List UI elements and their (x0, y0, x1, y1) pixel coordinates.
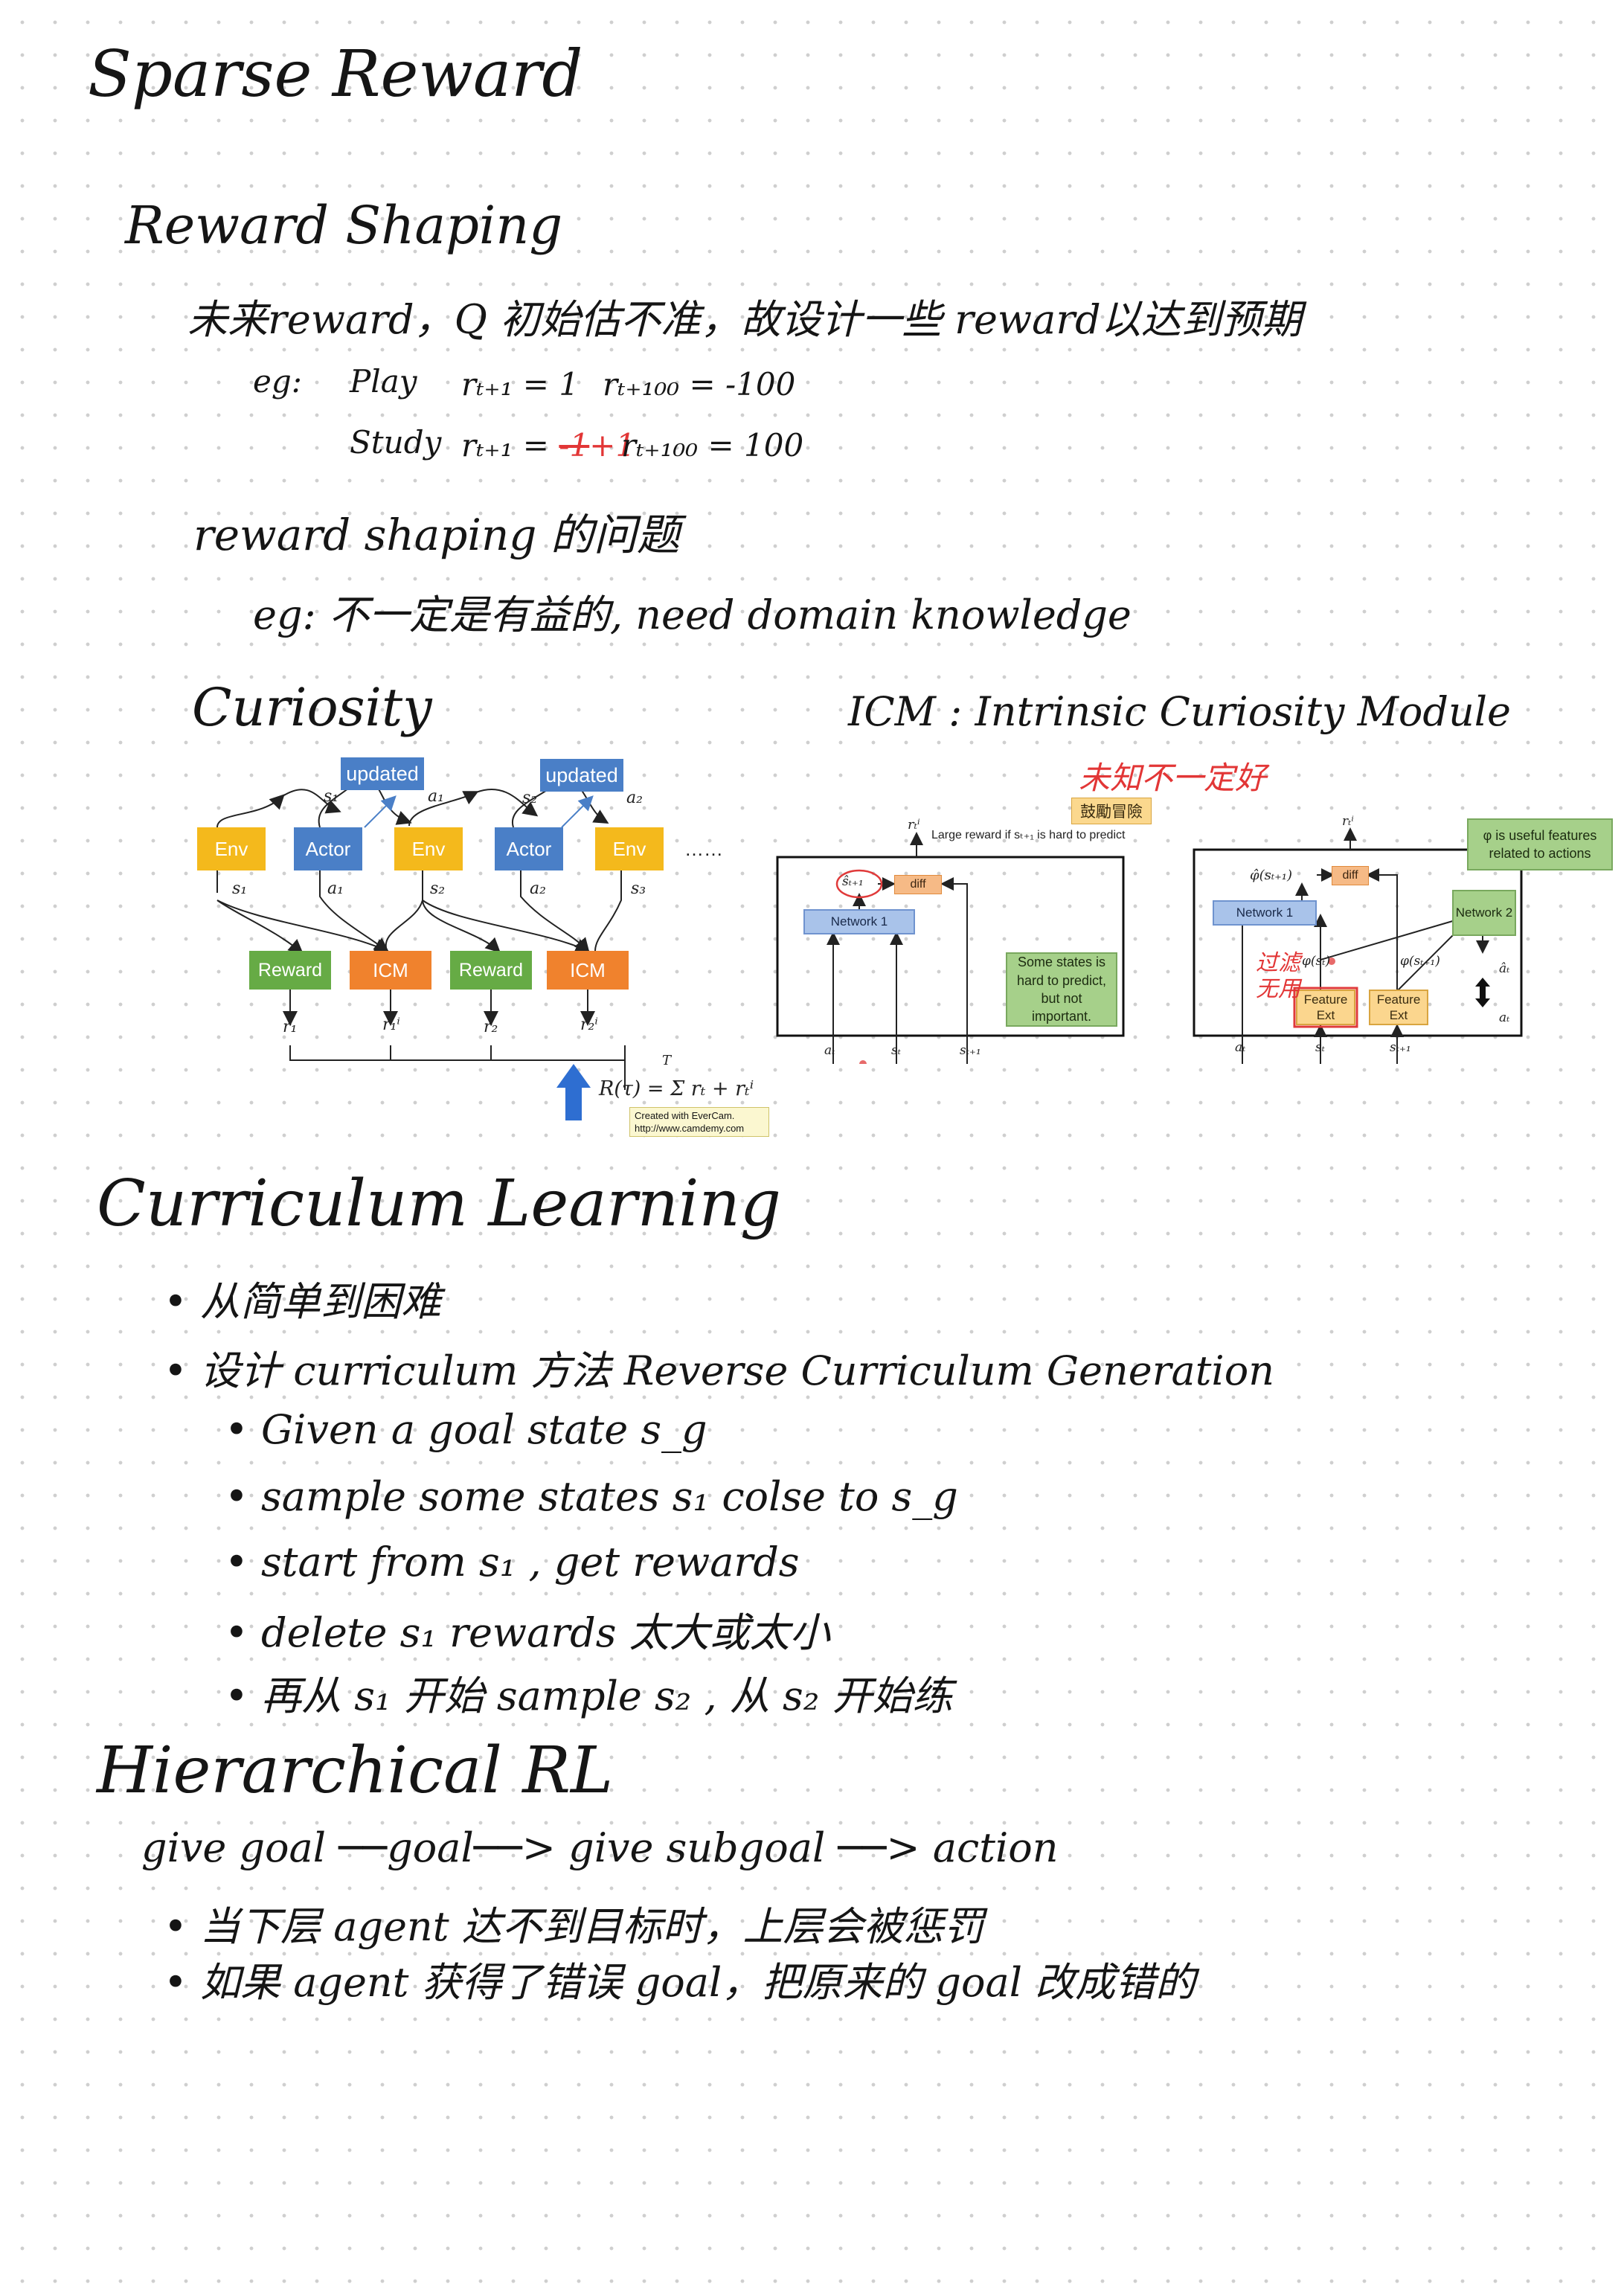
diff-box-3: diff (1332, 866, 1369, 885)
study-r1-fix: +1 (589, 427, 636, 464)
label-st1-3: sₜ₊₁ (1390, 1040, 1411, 1055)
watermark-line-1: Created with EverCam. (635, 1110, 735, 1121)
curiosity-figure: updated updated Env Actor Env Actor Env … (171, 751, 789, 1153)
label-st: sₜ (891, 1043, 901, 1058)
icm-title: ICM : Intrinsic Curiosity Module (848, 688, 1511, 735)
icm-basic-figure: 鼓勵冒險 rₜⁱ Large reward if sₜ₊₁ is hard to… (774, 789, 1175, 1064)
reward-shaping-problem-title: reward shaping 的问题 (193, 510, 680, 560)
label-s1: s₁ (232, 879, 248, 898)
section-title-reward-shaping: Reward Shaping (125, 195, 563, 256)
curriculum-item-2: 设计 curriculum 方法 Reverse Curriculum Gene… (164, 1338, 1274, 1396)
network-1-box: Network 1 (803, 909, 915, 934)
updated-box-2: updated (540, 759, 623, 792)
play-r100: rₜ₊₁₀₀ = -100 (603, 366, 796, 403)
section-title-curriculum: Curriculum Learning (97, 1167, 781, 1241)
env-box-3: Env (595, 827, 664, 870)
play-r1: rₜ₊₁ = 1 (461, 366, 580, 403)
study-r1: rₜ₊₁ = -1+1 (461, 427, 635, 464)
label-s2: s₂ (430, 879, 446, 898)
curriculum-sub-2: sample some states s₁ colse to s_g (225, 1473, 958, 1520)
diff-box: diff (894, 875, 942, 894)
continuation-dots: …… (684, 838, 723, 860)
hrl-item-1: 当下层 agent 达不到目标时，上层会被惩罚 (164, 1893, 984, 1952)
study-r1-prefix: rₜ₊₁ = (461, 427, 559, 464)
red-note-unknown: 未知不一定好 (1079, 760, 1267, 796)
label-at-3: aₜ (1235, 1040, 1246, 1055)
study-r1-struck: -1 (559, 427, 590, 464)
formula-upper-T: T (662, 1053, 672, 1068)
label-rti-3: rₜⁱ (1342, 814, 1354, 829)
hard-to-predict-note: Some states is hard to predict, but not … (1006, 952, 1117, 1027)
label-r2: r₂ (484, 1018, 498, 1036)
label-s1-top: s₁ (324, 787, 339, 806)
label-s2-top: s₂ (522, 789, 538, 807)
network-1-box-3: Network 1 (1213, 900, 1317, 926)
watermark-line-2: http://www.camdemy.com (635, 1123, 745, 1134)
label-at: aₜ (824, 1043, 835, 1058)
env-box-2: Env (394, 827, 463, 870)
actor-box-1: Actor (294, 827, 362, 870)
label-r1: r₁ (283, 1018, 298, 1036)
label-at-out: aₜ (1499, 1010, 1510, 1025)
icm-box-1: ICM (350, 951, 431, 990)
example-label: eg: (253, 363, 302, 400)
reward-box-1: Reward (249, 951, 331, 990)
curiosity-title: Curiosity (192, 677, 432, 738)
page-title: Sparse Reward (88, 37, 583, 112)
section-title-hierarchical-rl: Hierarchical RL (97, 1734, 614, 1808)
evercam-watermark: Created with EverCam. http://www.camdemy… (629, 1107, 769, 1137)
feature-ext-box-2: Feature Ext (1369, 990, 1428, 1025)
network-2-box: Network 2 (1452, 890, 1516, 936)
label-ri2: r₂ⁱ (580, 1016, 598, 1034)
large-reward-caption: Large reward if sₜ₊₁ is hard to predict (931, 829, 1126, 841)
curriculum-sub-1: Given a goal state s_g (225, 1406, 707, 1453)
label-a1-top: a₁ (428, 787, 444, 806)
encourage-adventure-tag: 鼓勵冒險 (1071, 798, 1152, 824)
hrl-goal-chain: give goal ──goal──> give subgoal ──> act… (141, 1824, 1059, 1871)
label-phi-st: φ(sₜ) (1302, 954, 1331, 969)
label-a-hat: âₜ (1499, 961, 1510, 976)
reward-box-2: Reward (450, 951, 532, 990)
label-s-hat: ŝₜ₊₁ (842, 874, 864, 889)
label-a2: a₂ (530, 879, 546, 898)
phi-features-note: φ is useful features related to actions (1467, 818, 1613, 870)
label-rti: rₜⁱ (908, 817, 920, 833)
curriculum-item-1: 从简单到困难 (164, 1269, 441, 1327)
icm-basic-figure-lines (776, 832, 1125, 1064)
hrl-item-2: 如果 agent 获得了错误 goal，把原来的 goal 改成错的 (164, 1949, 1195, 2008)
label-ri1: r₁ⁱ (382, 1016, 400, 1034)
actor-box-2: Actor (495, 827, 563, 870)
label-st-3: sₜ (1315, 1040, 1325, 1055)
icm-box-2: ICM (547, 951, 629, 990)
label-a1: a₁ (327, 879, 344, 898)
curriculum-sub-4: delete s₁ rewards 太大或太小 (225, 1600, 830, 1658)
label-a2-top: a₂ (626, 789, 643, 807)
reward-shaping-description: 未来reward，Q 初始估不准，故设计一些 reward以达到预期 (187, 296, 1302, 343)
return-formula: R(τ) = Σ rₜ + rₜⁱ (599, 1077, 754, 1100)
study-r100: rₜ₊₁₀₀ = 100 (621, 427, 804, 464)
env-box-1: Env (197, 827, 266, 870)
red-note-filter: 过滤无用 (1256, 950, 1300, 1002)
curriculum-sub-5: 再从 s₁ 开始 sample s₂ , 从 s₂ 开始练 (225, 1663, 952, 1722)
label-phi-hat: φ̂(sₜ₊₁) (1250, 868, 1293, 883)
updated-box-1: updated (341, 757, 424, 790)
feature-ext-box-1: Feature Ext (1296, 990, 1355, 1025)
icm-feature-figure: rₜⁱ φ̂(sₜ₊₁) diff φ is useful features r… (1190, 804, 1614, 1071)
play-label: Play (350, 363, 417, 400)
study-label: Study (350, 424, 442, 461)
curiosity-figure-arrows (216, 773, 626, 1120)
label-phi-st1: φ(sₜ₊₁) (1400, 954, 1440, 969)
label-s3: s₃ (631, 879, 646, 898)
reward-shaping-problem-example: eg: 不一定是有益的, need domain knowledge (253, 591, 1132, 638)
label-st1: sₜ₊₁ (960, 1043, 981, 1058)
curriculum-sub-3: start from s₁ , get rewards (225, 1539, 800, 1585)
